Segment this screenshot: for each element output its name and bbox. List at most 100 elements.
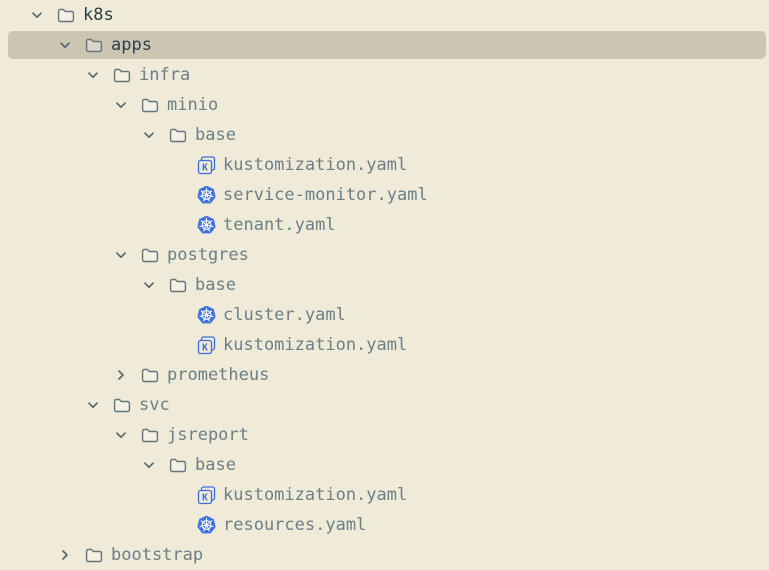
chevron-down-icon <box>60 42 70 49</box>
chevron-right-icon[interactable] <box>114 360 128 390</box>
folder-icon <box>141 428 159 442</box>
tree-row-folder[interactable]: base <box>0 120 769 150</box>
folder-icon <box>168 450 188 480</box>
tree-row-folder[interactable]: base <box>0 450 769 480</box>
folder-icon <box>140 360 160 390</box>
tree-row-folder[interactable]: postgres <box>0 240 769 270</box>
folder-icon <box>168 270 188 300</box>
chevron-down-icon[interactable] <box>142 270 156 300</box>
chevron-spacer <box>170 300 184 330</box>
row-label: k8s <box>83 5 114 25</box>
chevron-spacer <box>170 510 184 540</box>
folder-icon <box>141 248 159 262</box>
tree-row-file[interactable]: K kustomization.yaml <box>0 150 769 180</box>
kustomize-icon: K <box>197 155 215 174</box>
tree-row-folder[interactable]: k8s <box>0 0 769 30</box>
row-label: base <box>195 275 236 295</box>
kubernetes-icon <box>196 300 216 330</box>
svg-text:K: K <box>202 162 208 173</box>
chevron-down-icon[interactable] <box>114 90 128 120</box>
folder-icon <box>140 90 160 120</box>
tree-row-selected[interactable]: apps <box>0 30 769 60</box>
tree-row-folder[interactable]: minio <box>0 90 769 120</box>
chevron-down-icon[interactable] <box>86 60 100 90</box>
chevron-down-icon[interactable] <box>30 0 44 30</box>
chevron-spacer <box>170 480 184 510</box>
folder-icon <box>113 68 131 82</box>
tree-row-folder[interactable]: infra <box>0 60 769 90</box>
row-label: infra <box>139 65 191 85</box>
chevron-down-icon <box>88 402 98 409</box>
tree-row-file[interactable]: K kustomization.yaml <box>0 330 769 360</box>
tree-row-folder[interactable]: jsreport <box>0 420 769 450</box>
tree-row-folder[interactable]: base <box>0 270 769 300</box>
row-label: kustomization.yaml <box>223 155 408 175</box>
chevron-down-icon <box>116 252 126 259</box>
chevron-spacer <box>170 180 184 210</box>
row-label: jsreport <box>167 425 249 445</box>
kustomize-icon: K <box>197 485 215 504</box>
tree-row-file[interactable]: resources.yaml <box>0 510 769 540</box>
chevron-down-icon <box>144 462 154 469</box>
folder-icon <box>112 390 132 420</box>
folder-icon <box>169 278 187 292</box>
row-label: kustomization.yaml <box>223 485 408 505</box>
tree-row-folder[interactable]: bootstrap <box>0 540 769 570</box>
kubernetes-icon <box>196 515 216 534</box>
folder-icon <box>141 368 159 382</box>
folder-icon <box>85 38 103 52</box>
chevron-spacer <box>170 210 184 240</box>
kubernetes-icon <box>196 180 216 210</box>
chevron-down-icon[interactable] <box>86 390 100 420</box>
folder-icon <box>169 128 187 142</box>
kubernetes-icon <box>196 185 216 204</box>
folder-icon <box>141 98 159 112</box>
chevron-down-icon <box>144 282 154 289</box>
chevron-right-icon[interactable] <box>58 540 72 570</box>
row-label: svc <box>139 395 170 415</box>
chevron-down-icon <box>116 432 126 439</box>
folder-icon <box>84 540 104 570</box>
row-label: apps <box>111 35 152 55</box>
row-label: kustomization.yaml <box>223 335 408 355</box>
kubernetes-icon <box>196 215 216 234</box>
folder-icon <box>140 240 160 270</box>
tree-row-file[interactable]: K kustomization.yaml <box>0 480 769 510</box>
kustomize-icon: K <box>196 150 216 180</box>
tree-row-file[interactable]: tenant.yaml <box>0 210 769 240</box>
svg-text:K: K <box>202 342 208 353</box>
chevron-down-icon[interactable] <box>114 420 128 450</box>
folder-icon <box>113 398 131 412</box>
tree-row-file[interactable]: cluster.yaml <box>0 300 769 330</box>
chevron-down-icon[interactable] <box>114 240 128 270</box>
chevron-down-icon[interactable] <box>142 450 156 480</box>
folder-icon <box>112 60 132 90</box>
row-label: minio <box>167 95 219 115</box>
chevron-down-icon <box>88 72 98 79</box>
chevron-down-icon <box>116 102 126 109</box>
kustomize-icon: K <box>197 335 215 354</box>
chevron-down-icon[interactable] <box>58 30 72 60</box>
chevron-spacer <box>170 150 184 180</box>
folder-icon <box>57 8 75 22</box>
row-label: base <box>195 125 236 145</box>
chevron-spacer <box>170 330 184 360</box>
row-label: tenant.yaml <box>223 215 336 235</box>
row-label: resources.yaml <box>223 515 367 535</box>
svg-text:K: K <box>202 492 208 503</box>
folder-icon <box>168 120 188 150</box>
tree-row-file[interactable]: service-monitor.yaml <box>0 180 769 210</box>
chevron-down-icon <box>32 12 42 19</box>
chevron-down-icon <box>144 132 154 139</box>
tree-row-folder[interactable]: prometheus <box>0 360 769 390</box>
chevron-down-icon[interactable] <box>142 120 156 150</box>
kubernetes-icon <box>196 305 216 324</box>
row-label: bootstrap <box>111 545 204 565</box>
folder-icon <box>84 30 104 60</box>
kubernetes-icon <box>196 510 216 540</box>
folder-icon <box>169 458 187 472</box>
tree-row-folder[interactable]: svc <box>0 390 769 420</box>
folder-icon <box>85 548 103 562</box>
kustomize-icon: K <box>196 330 216 360</box>
